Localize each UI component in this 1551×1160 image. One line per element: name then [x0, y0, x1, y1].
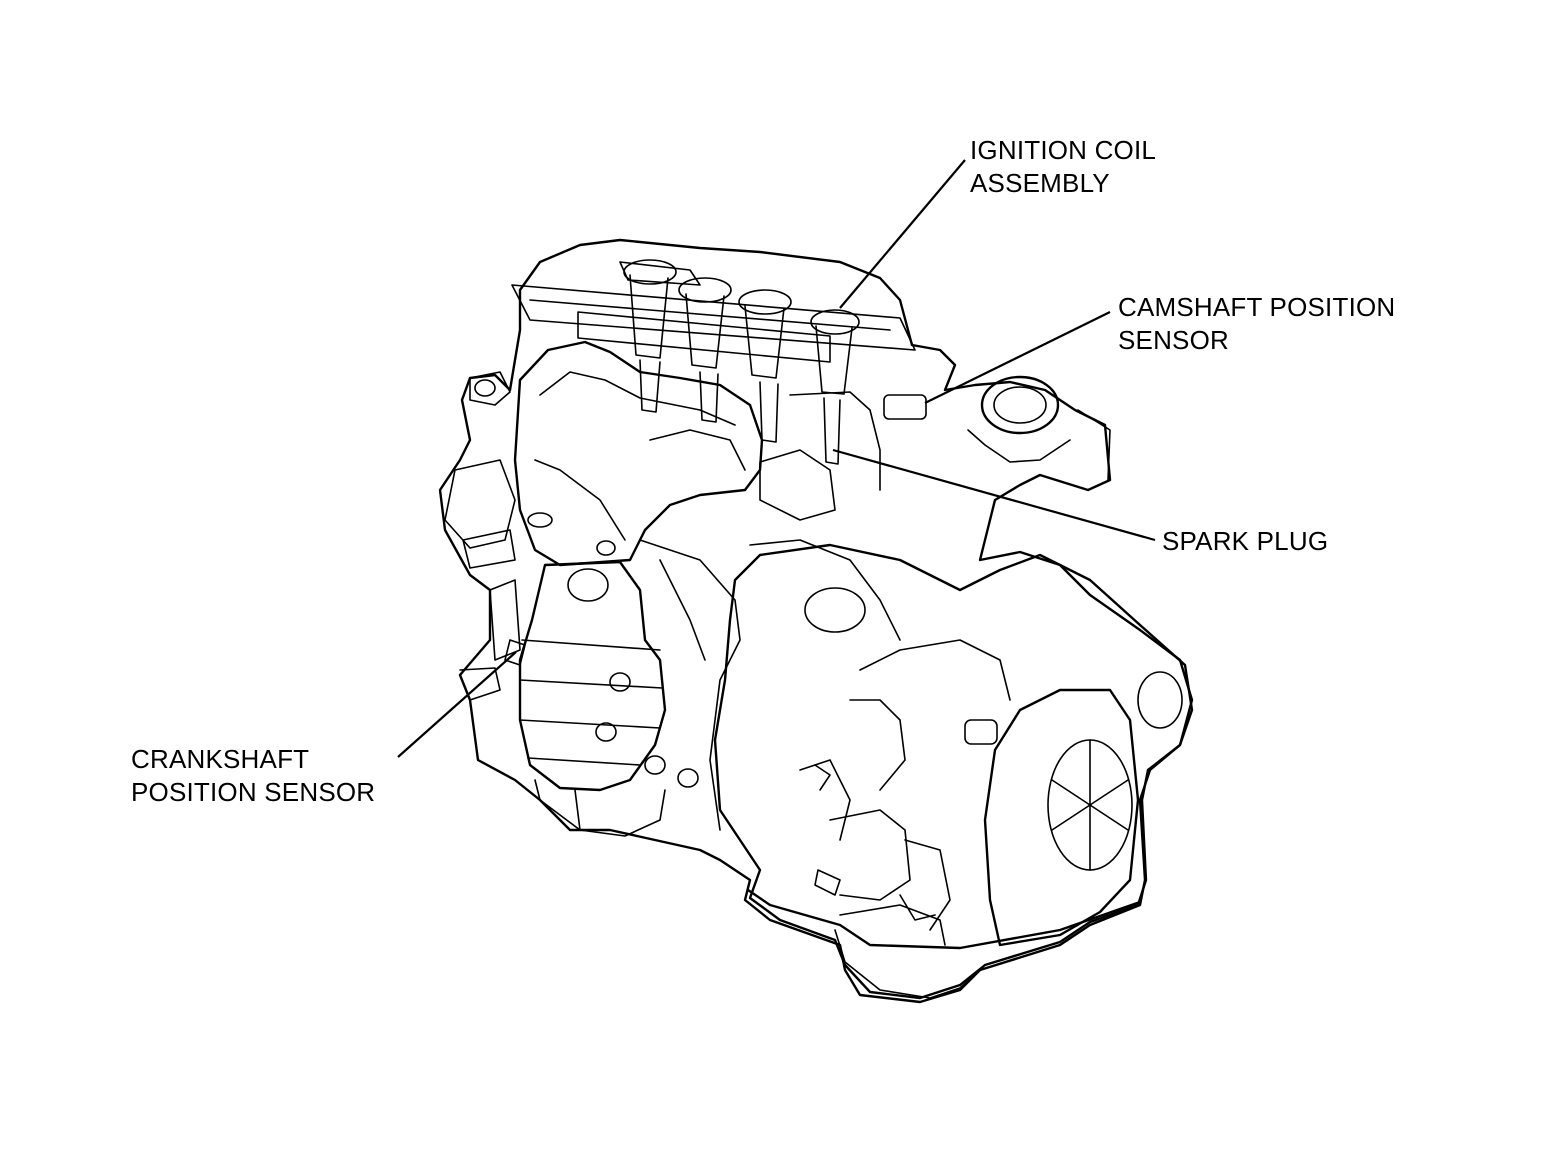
label-line: CRANKSHAFT [131, 744, 310, 774]
ignition-coils [623, 259, 860, 465]
label-camshaft-position-sensor: CAMSHAFT POSITION SENSOR [1118, 291, 1395, 357]
label-line: SPARK PLUG [1162, 526, 1329, 556]
label-ignition-coil-assembly: IGNITION COIL ASSEMBLY [970, 134, 1156, 200]
leader-lines [397, 159, 1156, 758]
label-crankshaft-position-sensor: CRANKSHAFT POSITION SENSOR [131, 743, 375, 809]
leader-ignition-coil [839, 159, 966, 309]
label-line: POSITION SENSOR [131, 777, 376, 807]
label-line: IGNITION COIL [970, 135, 1157, 165]
label-line: CAMSHAFT POSITION [1118, 292, 1396, 322]
leader-crankshaft-sensor [397, 651, 517, 758]
engine-illustration [438, 238, 1194, 1004]
label-line: SENSOR [1118, 325, 1230, 355]
label-spark-plug: SPARK PLUG [1162, 525, 1328, 558]
label-line: ASSEMBLY [970, 168, 1110, 198]
leader-spark-plug [832, 448, 1156, 542]
leader-camshaft-sensor [924, 311, 1111, 404]
